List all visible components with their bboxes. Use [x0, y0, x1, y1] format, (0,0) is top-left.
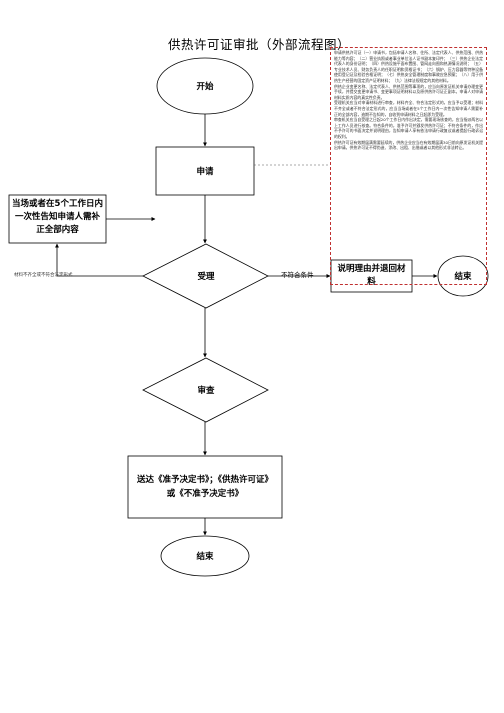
note-paragraph: 供热企业变更名称、法定代表人、供热范围等事项的，应当向原发证机关申请办理变更手续…	[334, 83, 483, 100]
review-diamond	[142, 357, 269, 423]
note-paragraph: 供热许可证有效期届满需要延续的，供热企业应当在有效期届满30日前向原发证机关提出…	[334, 139, 483, 151]
deliver-box	[127, 455, 283, 519]
end-right-terminal	[437, 255, 489, 297]
edge-accept-inform	[55, 243, 143, 277]
deliver-label: 送达《准予决定书》；《供热许可证》或《不准予决定书》	[136, 475, 273, 499]
explain-box	[330, 259, 413, 293]
edge-label-supplement: 材料不齐全或不符合法定形式	[14, 273, 73, 278]
review-label: 审查	[197, 386, 215, 396]
start-label: 开始	[196, 82, 214, 92]
apply-box	[155, 146, 255, 196]
end-bottom-terminal	[160, 535, 250, 577]
note-paragraph: 受理机关应当对申请材料进行审查，材料齐全、符合法定形式的，应当予以受理；材料不齐…	[334, 100, 483, 117]
inform-label: 当场或者在5个工作日内一次性告知申请人需补正全部内容	[12, 199, 103, 235]
page-title: 供热许可证审批（外部流程图）	[168, 37, 351, 52]
end-right-label: 结束	[454, 272, 472, 282]
apply-label: 申请	[196, 167, 214, 177]
explain-label: 说明理由并退回材料	[337, 264, 406, 287]
accept-label: 受理	[197, 272, 215, 282]
note-paragraph: 申请供热许可证（一）申请书，包括申请人名称、住所、法定代表人、供热范围、供热能力…	[334, 50, 483, 83]
note-paragraph: 审查机关应当自受理之日起20个工作日内作出决定，需要现场核查的，应当指派两名以上…	[334, 117, 483, 139]
accept-diamond	[142, 243, 269, 309]
edge-label-not-qualified: 不符合条件	[281, 271, 314, 279]
requirements-note: 申请供热许可证（一）申请书，包括申请人名称、住所、法定代表人、供热范围、供热能力…	[330, 47, 487, 285]
end-bottom-label: 结束	[196, 552, 214, 562]
